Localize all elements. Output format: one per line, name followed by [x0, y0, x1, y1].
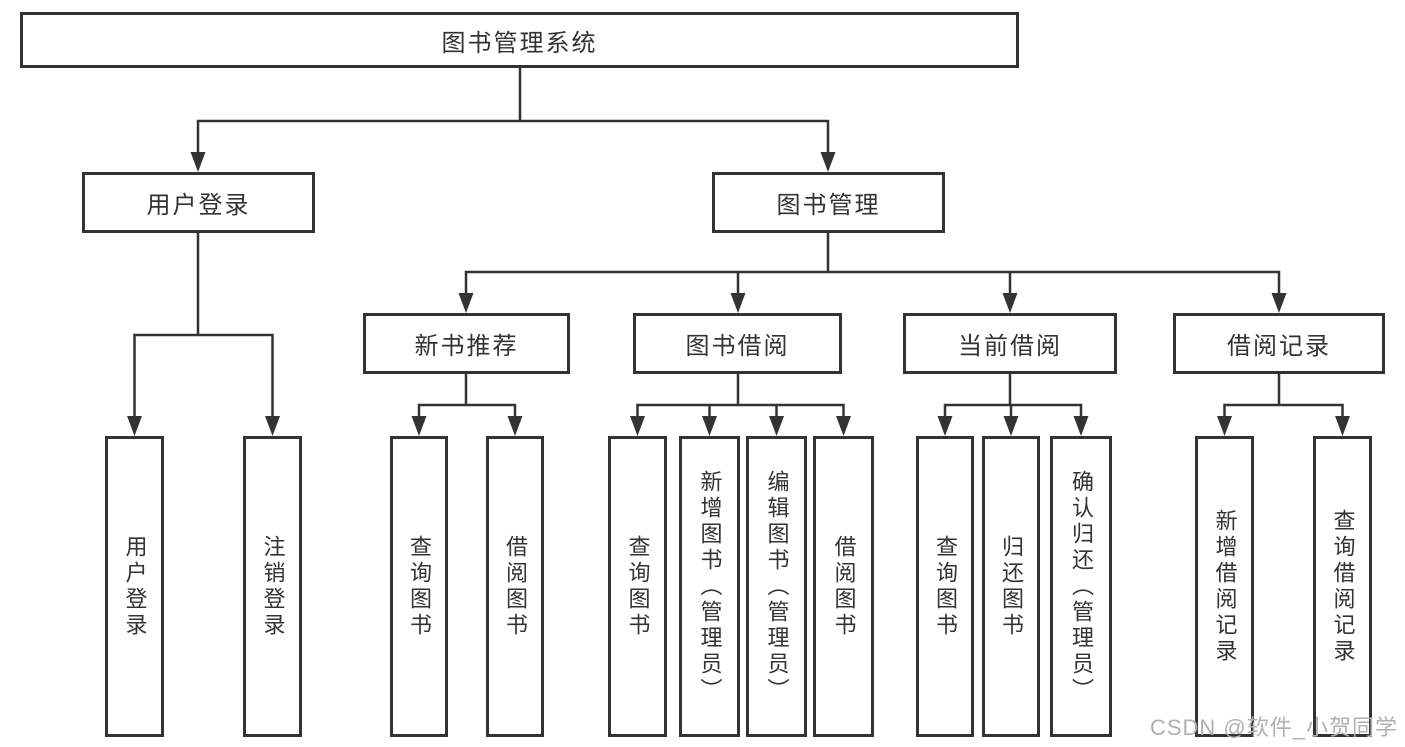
leaf-add-borrow-record: 新增借阅记录 — [1195, 436, 1254, 737]
leaf-query-book: 查询图书 — [608, 436, 667, 737]
node-label: 查询图书 — [933, 534, 958, 639]
leaf-edit-book-admin: 编辑图书（管理员） — [746, 436, 807, 737]
node-label: 新增借阅记录 — [1212, 508, 1238, 665]
leaf-query-borrow-record: 查询借阅记录 — [1313, 436, 1372, 737]
leaf-query-book: 查询图书 — [916, 436, 974, 737]
node-label: 当前借阅 — [958, 333, 1062, 360]
arrow-down-icon — [769, 416, 784, 436]
arrow-down-icon — [836, 416, 851, 436]
node-user-login: 用户登录 — [82, 172, 315, 233]
node-borrow-record: 借阅记录 — [1173, 313, 1385, 374]
node-label: 用户登录 — [122, 534, 148, 639]
node-root-system: 图书管理系统 — [20, 12, 1019, 68]
arrow-down-icon — [1002, 293, 1018, 313]
node-label: 用户登录 — [146, 192, 251, 219]
watermark: CSDN @软件_小贺同学 — [1149, 715, 1398, 740]
node-label: 查询图书 — [407, 534, 432, 639]
leaf-logout: 注销登录 — [243, 436, 302, 737]
arrow-down-icon — [1003, 416, 1019, 436]
arrow-down-icon — [1271, 293, 1287, 313]
arrow-down-icon — [1335, 416, 1350, 436]
leaf-borrow-book: 借阅图书 — [486, 436, 544, 737]
arrow-down-icon — [937, 416, 953, 436]
node-label: 新增图书（管理员） — [697, 469, 723, 704]
arrow-down-icon — [190, 152, 206, 172]
leaf-confirm-return-admin: 确认归还（管理员） — [1050, 436, 1112, 737]
leaf-borrow-book: 借阅图书 — [813, 436, 874, 737]
node-label: 图书管理系统 — [441, 29, 598, 57]
node-label: 新书推荐 — [414, 333, 519, 360]
arrow-down-icon — [630, 416, 645, 436]
node-label: 借阅图书 — [503, 534, 528, 639]
leaf-return-book: 归还图书 — [982, 436, 1040, 737]
node-label: 查询借阅记录 — [1330, 508, 1356, 665]
node-label: 注销登录 — [260, 534, 286, 639]
arrow-down-icon — [458, 293, 474, 313]
arrow-down-icon — [265, 416, 280, 436]
leaf-user-login: 用户登录 — [105, 436, 164, 737]
node-label: 归还图书 — [999, 534, 1024, 639]
arrow-down-icon — [507, 416, 523, 436]
arrow-down-icon — [411, 416, 427, 436]
leaf-query-book: 查询图书 — [390, 436, 448, 737]
node-book-management: 图书管理 — [712, 172, 945, 233]
node-book-borrow: 图书借阅 — [633, 313, 842, 374]
arrow-down-icon — [127, 416, 142, 436]
arrow-down-icon — [820, 152, 836, 172]
node-label: 图书管理 — [776, 192, 881, 219]
node-new-book-recommend: 新书推荐 — [363, 313, 570, 374]
node-label: 借阅记录 — [1227, 333, 1331, 360]
node-label: 确认归还（管理员） — [1069, 469, 1094, 704]
arrow-down-icon — [702, 416, 717, 436]
node-current-borrow: 当前借阅 — [903, 313, 1117, 374]
node-label: 图书借阅 — [685, 333, 790, 360]
arrow-down-icon — [730, 293, 746, 313]
leaf-add-book-admin: 新增图书（管理员） — [679, 436, 740, 737]
node-label: 查询图书 — [625, 534, 651, 639]
arrow-down-icon — [1073, 416, 1089, 436]
node-label: 借阅图书 — [831, 534, 857, 639]
node-label: 编辑图书（管理员） — [764, 469, 790, 704]
arrow-down-icon — [1217, 416, 1232, 436]
